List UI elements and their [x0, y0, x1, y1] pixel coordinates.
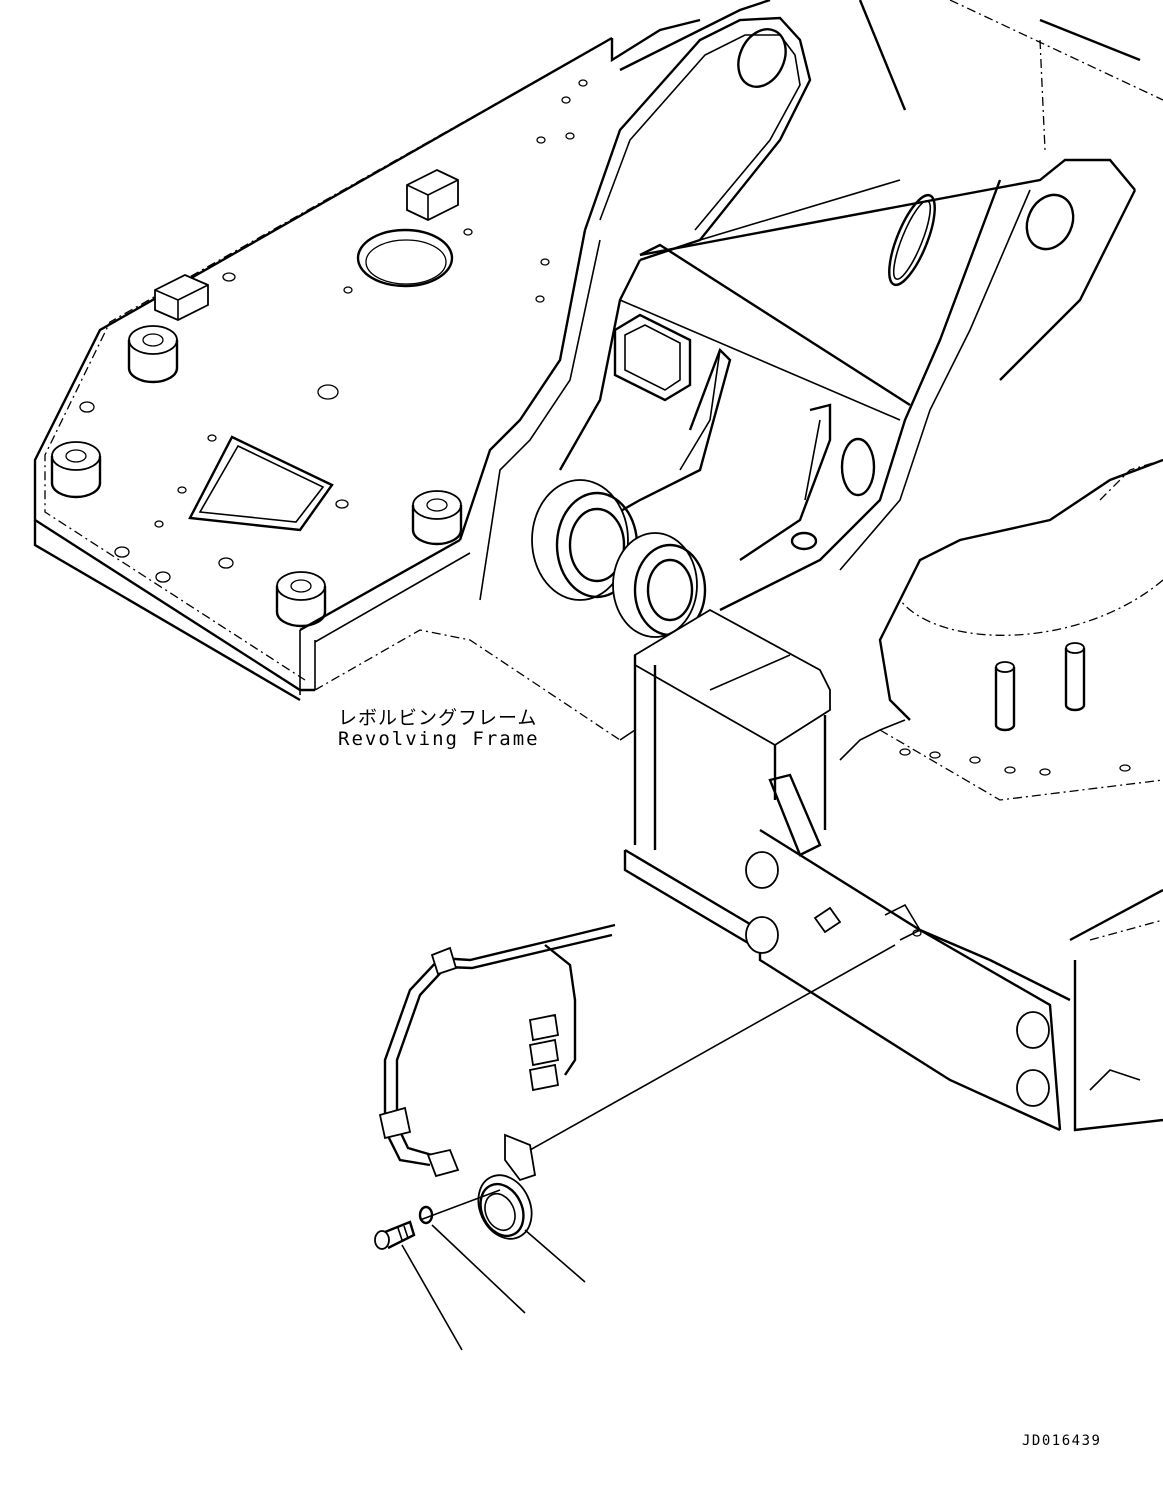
- revolving-frame-label-jp: レボルビングフレーム: [338, 707, 538, 729]
- horn-mount-bracket: [623, 608, 1163, 1132]
- wiring-harness: [378, 923, 616, 1178]
- revolving-frame-label-en: Revolving Frame: [338, 728, 540, 750]
- horn-assembly: [477, 1133, 537, 1240]
- mount-cushions: [50, 325, 463, 628]
- boom-foot-bosses: [531, 479, 707, 638]
- deck-cutout: [188, 435, 334, 532]
- washer: [418, 1205, 434, 1225]
- frame-deck-plate: [33, 36, 636, 741]
- right-frame-body: [839, 0, 1163, 801]
- deck-holes: [79, 79, 588, 583]
- drawing-id: JD016439: [1022, 1433, 1102, 1449]
- mounting-bolt: [374, 1220, 416, 1250]
- boom-foot-structure: [458, 0, 1137, 612]
- deck-brackets: [154, 168, 459, 321]
- leader-lines: [401, 944, 896, 1351]
